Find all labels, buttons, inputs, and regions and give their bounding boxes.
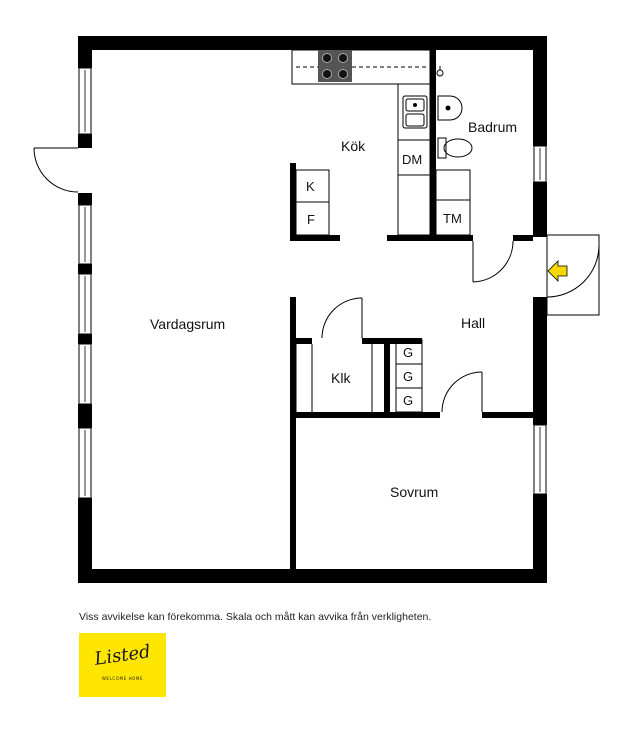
wall-bottom bbox=[78, 569, 547, 583]
wall-left-4 bbox=[78, 264, 92, 274]
bathroom-door bbox=[472, 240, 514, 283]
fixture-label-k: K bbox=[306, 179, 315, 194]
wall-left-2 bbox=[78, 134, 92, 148]
entrance-arrow-icon bbox=[547, 260, 568, 282]
logo-tagline: WELCOME HOME bbox=[101, 676, 144, 681]
wall-left-3 bbox=[78, 193, 92, 205]
bathroom-sink-icon bbox=[437, 95, 463, 121]
logo-wordmark: Listed bbox=[93, 641, 152, 670]
room-label-badrum: Badrum bbox=[468, 119, 517, 135]
fixture-label-f: F bbox=[307, 212, 315, 227]
wall-right-2 bbox=[533, 182, 547, 237]
room-label-hall: Hall bbox=[461, 315, 485, 331]
balcony-door bbox=[33, 147, 79, 193]
outer-walls bbox=[78, 36, 547, 583]
toilet-icon bbox=[437, 137, 473, 159]
wardrobes bbox=[395, 339, 423, 413]
room-label-sovrum: Sovrum bbox=[390, 484, 438, 500]
stove-icon bbox=[318, 50, 352, 82]
fixture-label-g: G bbox=[403, 345, 413, 360]
windows bbox=[78, 67, 547, 499]
shower-tap-icon bbox=[436, 66, 444, 77]
wall-right-1 bbox=[533, 36, 547, 146]
kitchen-counter bbox=[291, 49, 431, 236]
closet-shelves bbox=[295, 344, 373, 412]
room-label-klk: Klk bbox=[331, 370, 351, 386]
floor-plan: Kök Badrum Vardagsrum Hall Klk Sovrum DM… bbox=[33, 36, 600, 583]
wall-left-6 bbox=[78, 404, 92, 428]
kitchen-sink-icon bbox=[402, 95, 428, 129]
fixture-label-tm: TM bbox=[443, 211, 462, 226]
fixture-label-g: G bbox=[403, 369, 413, 384]
front-door bbox=[546, 234, 600, 316]
wall-right-4 bbox=[533, 494, 547, 583]
wall-left-7 bbox=[78, 498, 92, 583]
interior-walls bbox=[290, 50, 533, 569]
bedroom-door bbox=[441, 371, 483, 413]
listed-logo: Listed WELCOME HOME bbox=[79, 633, 166, 697]
fixture-label-g: G bbox=[403, 393, 413, 408]
wall-right-3 bbox=[533, 297, 547, 425]
wall-top bbox=[78, 36, 547, 50]
fridge-freezer-boxes bbox=[295, 169, 330, 236]
fixture-label-dm: DM bbox=[402, 152, 422, 167]
wall-left-1 bbox=[78, 36, 92, 68]
closet-door bbox=[321, 297, 363, 339]
wall-left-5 bbox=[78, 334, 92, 344]
room-label-kok: Kök bbox=[341, 138, 366, 154]
room-label-vardagsrum: Vardagsrum bbox=[150, 316, 225, 332]
washing-machine-box bbox=[435, 169, 471, 236]
disclaimer-text: Viss avvikelse kan förekomma. Skala och … bbox=[79, 611, 432, 623]
